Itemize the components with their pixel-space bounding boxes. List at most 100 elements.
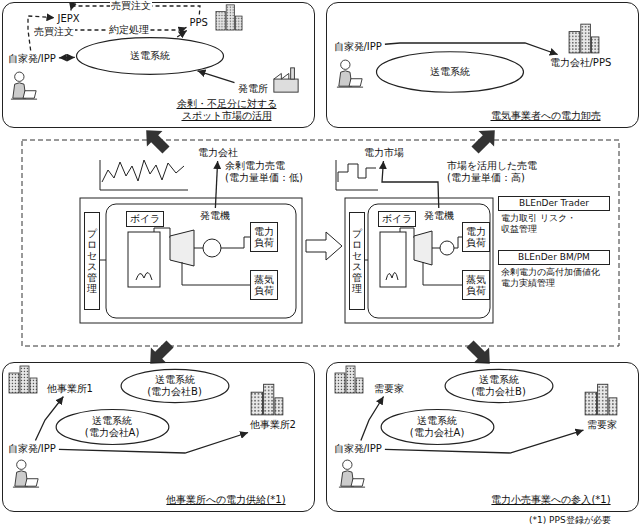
- network-ellipse: 送電系統 (電力会社B): [120, 368, 230, 404]
- edge-label-holder: 売買注文: [33, 26, 79, 38]
- hollow-arrow: [306, 232, 342, 260]
- node-text: JEPX: [58, 13, 80, 24]
- plant-right: [432, 248, 440, 249]
- person-icon: [339, 460, 365, 487]
- node-text: 発電機: [200, 210, 230, 221]
- node-text: 電力市場: [364, 147, 404, 158]
- ellipse-outline: [376, 51, 523, 91]
- node-text: 蒸気負荷: [254, 274, 274, 297]
- edge-label: 売買注文: [33, 26, 75, 38]
- power-plant-icon: [274, 68, 298, 92]
- building-icon: [569, 24, 599, 53]
- process-box: 電力負荷: [462, 222, 490, 252]
- plant-left: [154, 228, 170, 238]
- function-note: 電力取引 リスク・収益管理: [501, 213, 605, 235]
- power-chart: [338, 164, 376, 182]
- node-text: PPS: [190, 17, 208, 28]
- power-chart: [102, 160, 184, 182]
- node-text: プロセス管理: [352, 228, 362, 294]
- ellipse-outline: [76, 37, 223, 74]
- building-icon: [9, 5, 617, 415]
- node-text: BLEnDer Trader: [498, 196, 610, 211]
- node-text: 送電系統: [130, 50, 170, 62]
- node-text: 需要家: [587, 419, 617, 430]
- power-flow-arrow: [35, 397, 63, 441]
- building-icon: [251, 384, 283, 415]
- block-arrow: [462, 336, 497, 371]
- edge-label: 売買注文: [110, 0, 152, 12]
- plant-right: [380, 232, 406, 287]
- text-node: 発電機: [198, 209, 232, 223]
- vertical-box: プロセス管理: [84, 212, 100, 310]
- node-text: 発電所: [238, 83, 268, 94]
- network-ellipse: 送電系統: [375, 50, 525, 94]
- process-box: 電力負荷: [250, 222, 278, 252]
- plant-left: [128, 232, 160, 287]
- text-node: JEPX: [56, 12, 82, 26]
- power-flow-arrow: [59, 57, 75, 59]
- network-ellipse: 送電系統: [75, 36, 225, 76]
- network-ellipse: 送電系統 (電力会社B): [444, 368, 554, 404]
- text-node: 需要家: [372, 382, 406, 396]
- edge-label: 市場を活用した売電 (電力量単価：高): [446, 160, 550, 184]
- node-text: 送電系統 (電力会社A): [402, 415, 473, 439]
- process-box: 蒸気負荷: [250, 270, 278, 300]
- power-flow-arrow: [197, 71, 234, 83]
- plant-right: [386, 272, 398, 280]
- process-box: 蒸気負荷: [462, 270, 490, 300]
- scenario-panel: 送電系統 (電力会社B)需要家送電系統 (電力会社A)需要家自家発/IPP電力小…: [326, 362, 639, 512]
- plant-left: [106, 204, 296, 318]
- node-text: 送電系統 (電力会社B): [465, 374, 533, 398]
- software-box: BLEnDer BM/PM余剰電力の高付加価値化 電力実績管理: [498, 250, 610, 288]
- footnote-holder: (*1) PPS登録が必要: [528, 514, 612, 526]
- process-box: ボイラ: [378, 211, 416, 227]
- function-note: 余剰電力の高付加価値化 電力実績管理: [501, 267, 605, 289]
- text-node: 電力会社: [196, 146, 240, 160]
- block-arrow: [142, 336, 177, 371]
- power-flow-arrow: [177, 31, 187, 37]
- edge-label: 余剰電力売電 (電力量単価：低): [224, 160, 320, 184]
- network-ellipse: 送電系統 (電力会社A): [55, 408, 170, 446]
- person-icon: [11, 72, 37, 99]
- plant-right: [345, 198, 493, 323]
- vertical-box: プロセス管理: [349, 212, 365, 310]
- plant-left: [80, 198, 302, 323]
- person-icon: [337, 60, 363, 87]
- power-flow-arrow: [215, 161, 217, 208]
- text-node: 電力市場: [362, 146, 406, 160]
- power-chart: [336, 160, 378, 190]
- node-text: 自家発/IPP: [334, 443, 382, 454]
- node-text: 電力会社/PPS: [550, 57, 612, 68]
- node-text: 電力負荷: [466, 226, 486, 249]
- edge-label-holder: 売買注文: [110, 0, 156, 12]
- text-node: 自家発/IPP: [332, 442, 384, 456]
- text-node: 需要家: [585, 418, 619, 432]
- edge-label-holder: 市場を活用した売電 (電力量単価：高): [446, 160, 550, 184]
- node-text: ボイラ: [130, 213, 160, 225]
- plant-right: [368, 204, 490, 318]
- plant-right: [345, 198, 493, 323]
- panel-caption: 余剰・不足分に対する スポット市場の活用: [149, 98, 304, 122]
- text-node: 電力会社/PPS: [548, 56, 614, 70]
- ellipse-outline: [445, 369, 553, 402]
- text-node: 発電所: [236, 82, 270, 96]
- plant-left: [203, 239, 221, 257]
- plant-right: [400, 228, 414, 238]
- building-icon: [9, 366, 37, 393]
- plant-right: [440, 241, 454, 255]
- plant-left: [221, 237, 250, 248]
- node-text: 送電系統: [430, 66, 470, 78]
- plant-left: [100, 260, 106, 261]
- power-chart: [100, 160, 378, 190]
- plant-left: [170, 230, 194, 266]
- node-text: プロセス管理: [87, 228, 97, 294]
- ellipse-outline: [381, 409, 494, 444]
- power-chart: [100, 160, 188, 190]
- text-node: 他事業所1: [45, 382, 95, 396]
- node-text: 発電機: [424, 210, 454, 221]
- power-plant-icon: [274, 68, 298, 92]
- panel-caption: 電力小売事業への参入(*1): [466, 494, 636, 506]
- plant-left: [80, 198, 302, 323]
